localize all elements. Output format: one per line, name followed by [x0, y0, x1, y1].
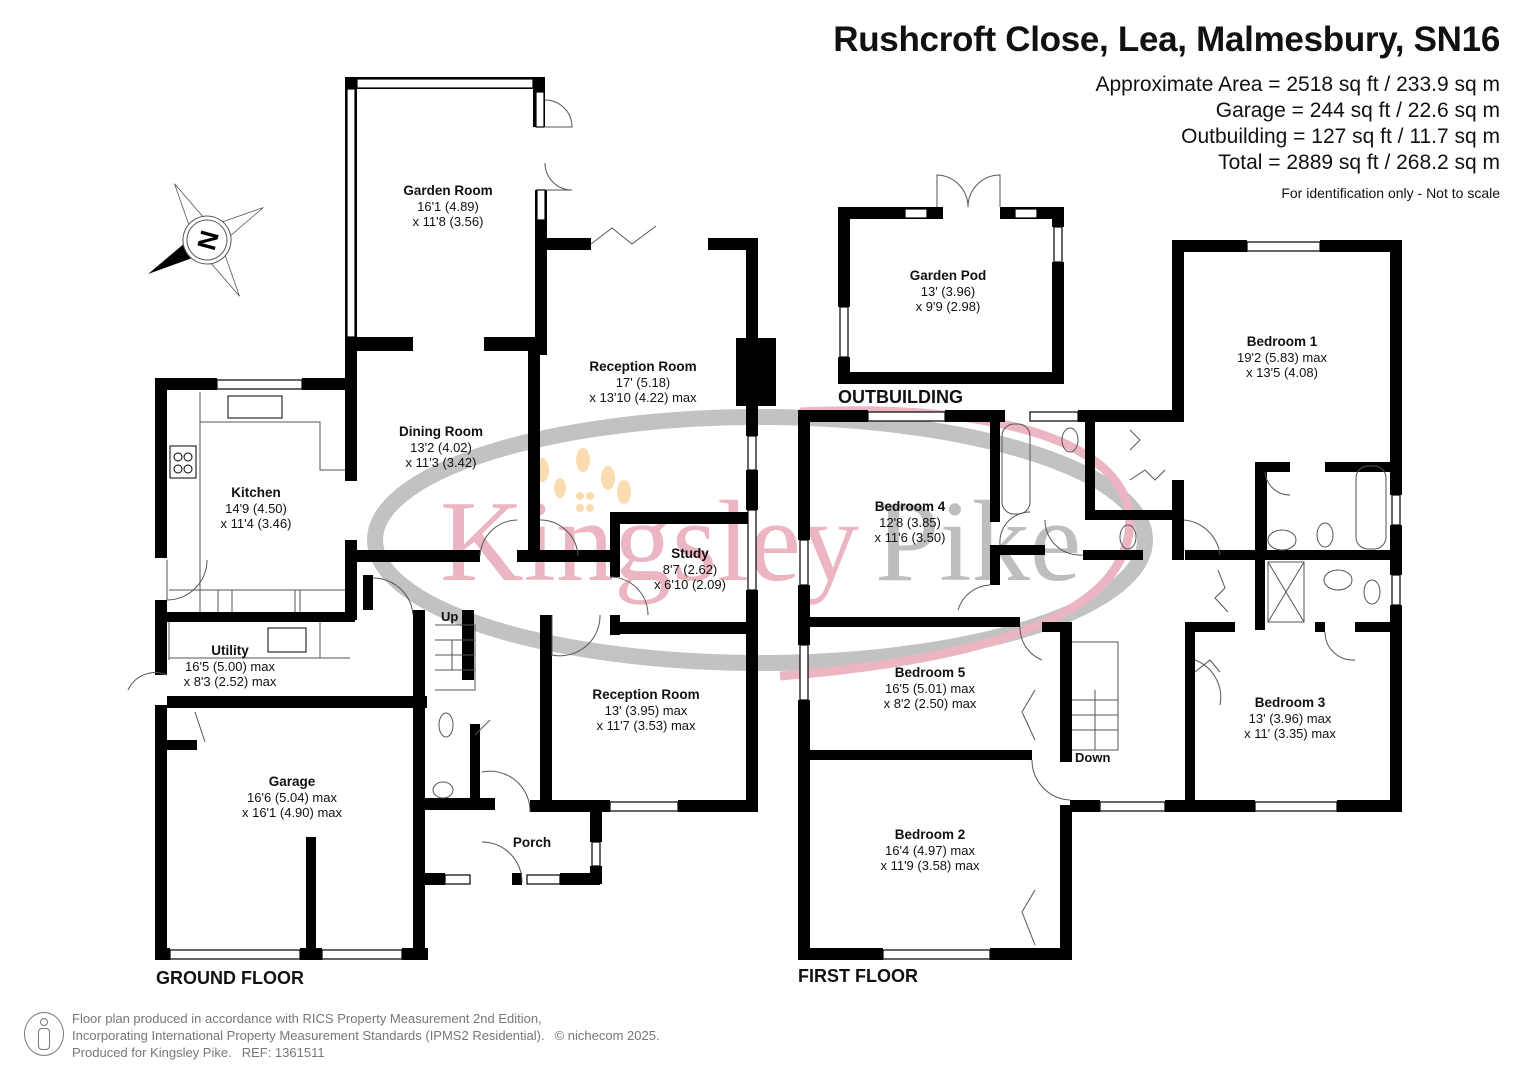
area-outbuilding: Outbuilding = 127 sq ft / 11.7 sq m: [1181, 125, 1500, 148]
outbuilding-label: OUTBUILDING: [838, 387, 963, 407]
stairs-down-label: Down: [1075, 750, 1111, 765]
doors-and-fixtures: [127, 99, 1387, 946]
room-dimension: x 11'6 (3.50): [874, 530, 946, 545]
room-dimension: x 11' (3.35) max: [1244, 726, 1336, 741]
footer-notes: Floor plan produced in accordance with R…: [72, 1010, 660, 1061]
stairs-up-label: Up: [441, 609, 459, 624]
footer-line-3: Produced for Kingsley Pike.: [72, 1045, 232, 1060]
copyright: © nichecom 2025.: [554, 1028, 660, 1043]
area-total: Total = 2889 sq ft / 268.2 sq m: [1218, 151, 1500, 174]
room-name: Bedroom 4: [874, 499, 946, 514]
room-name: Bedroom 2: [894, 827, 966, 842]
room-dimension: x 8'3 (2.52) max: [183, 674, 277, 689]
room-dimension: 13' (3.96) max: [1248, 710, 1332, 726]
windows: [169, 78, 1401, 960]
property-title: Rushcroft Close, Lea, Malmesbury, SN16: [833, 20, 1500, 59]
footer-line-2: Incorporating International Property Mea…: [72, 1028, 545, 1043]
room-name: Study: [671, 546, 709, 561]
room-name: Bedroom 1: [1246, 334, 1318, 349]
room-dimension: x 13'5 (4.08): [1246, 365, 1318, 380]
room-name: Utility: [211, 643, 249, 658]
kingsley-pike-watermark: Kingsley Pike: [367, 406, 1153, 681]
room-name: Garage: [268, 774, 316, 789]
area-garage: Garage = 244 sq ft / 22.6 sq m: [1215, 99, 1500, 122]
room-dimension: 12'8 (3.85): [879, 514, 941, 530]
room-label: Porch: [513, 835, 551, 851]
room-dimension: x 11'8 (3.56): [412, 214, 484, 229]
area-summary: Approximate Area = 2518 sq ft / 233.9 sq…: [1096, 72, 1501, 206]
footer-line-1: Floor plan produced in accordance with R…: [72, 1011, 542, 1026]
area-approximate: Approximate Area = 2518 sq ft / 233.9 sq…: [1095, 73, 1501, 96]
room-name: Reception Room: [589, 359, 697, 374]
room-name: Reception Room: [592, 687, 700, 702]
room-dimension: 14'9 (4.50): [225, 500, 287, 516]
room-dimension: x 9'9 (2.98): [915, 299, 981, 314]
room-dimension: x 11'3 (3.42): [405, 455, 477, 470]
room-name: Bedroom 3: [1254, 695, 1326, 710]
room-dimension: 16'6 (5.04) max: [247, 789, 337, 805]
room-name: Porch: [512, 835, 552, 850]
person-icon: [24, 1012, 64, 1056]
room-name: Garden Pod: [909, 268, 987, 283]
first-floor-label: FIRST FLOOR: [798, 966, 918, 986]
scale-note: For identification only - Not to scale: [1281, 185, 1500, 201]
room-dimension: 16'5 (5.01) max: [885, 680, 975, 696]
room-dimension: x 8'2 (2.50) max: [883, 696, 977, 711]
room-name: Kitchen: [231, 485, 281, 500]
north-compass-icon: [148, 183, 264, 297]
svg-text:Pike: Pike: [875, 478, 1081, 606]
room-dimension: 16'5 (5.00) max: [185, 658, 275, 674]
room-dimension: 16'4 (4.97) max: [885, 842, 975, 858]
room-dimension: 13'2 (4.02): [410, 439, 472, 455]
room-dimension: x 11'4 (3.46): [220, 516, 292, 531]
room-dimension: x 11'9 (3.58) max: [880, 858, 980, 873]
room-dimension: 8'7 (2.62): [662, 561, 718, 577]
room-dimension: 13' (3.95) max: [604, 702, 688, 718]
room-dimension: x 11'7 (3.53) max: [596, 718, 696, 733]
room-dimension: 17' (5.18): [615, 374, 671, 390]
room-dimension: 16'1 (4.89): [417, 198, 479, 214]
walls: [155, 77, 1402, 960]
room-dimension: x 16'1 (4.90) max: [241, 805, 343, 820]
room-name: Bedroom 5: [894, 665, 966, 680]
room-dimension: x 13'10 (4.22) max: [589, 390, 697, 405]
room-dimension: 13' (3.96): [920, 283, 976, 299]
room-dimension: 19'2 (5.83) max: [1237, 349, 1327, 365]
room-name: Garden Room: [403, 183, 493, 198]
ground-floor-label: GROUND FLOOR: [156, 968, 304, 988]
room-name: Dining Room: [399, 424, 483, 439]
room-dimension: x 6'10 (2.09): [654, 577, 726, 592]
reference-number: REF: 1361511: [241, 1045, 325, 1060]
kitchen-appliances: [169, 395, 307, 653]
svg-text:Kingsley: Kingsley: [440, 478, 859, 606]
